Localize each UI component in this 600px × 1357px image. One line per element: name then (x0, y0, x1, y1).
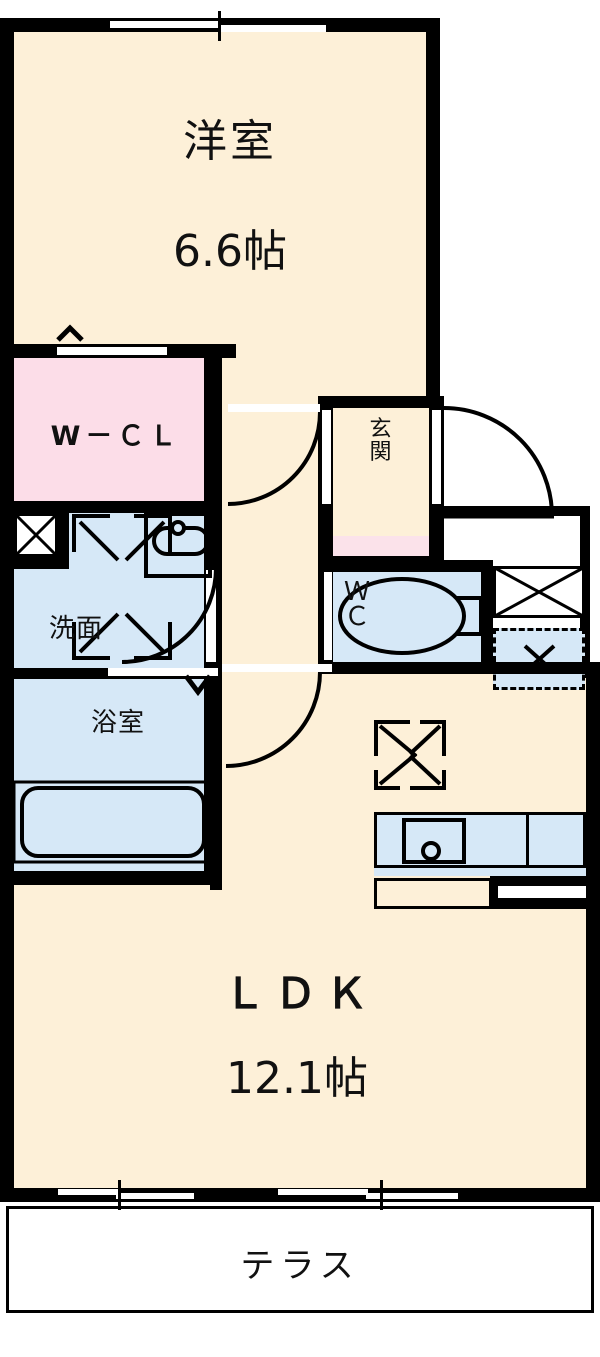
wall-west (0, 18, 14, 1200)
wall-bath-south (0, 871, 222, 885)
door-genkan-rail (322, 410, 331, 504)
room-label-walk-in-closet: W－ＣＬ (50, 421, 182, 452)
genkan-step (333, 536, 429, 558)
room-label-ldk-name: ＬＤＫ (223, 969, 377, 1018)
kitchen-counter (374, 812, 586, 868)
room-fill-hall (222, 404, 330, 674)
room-label-senmen: 洗面 (48, 614, 103, 644)
window-north-pane-a (110, 21, 220, 28)
wall-hall-west (210, 658, 222, 890)
room-label-washitsu-size: 6.6帖 (173, 226, 287, 277)
wall-ldk-north-hall (318, 662, 493, 674)
room-label-terrace: テラス (240, 1246, 360, 1286)
genkan-char-1: 玄 (369, 417, 393, 442)
room-fill-washitsu (14, 32, 440, 348)
kitchen-stove-slot (498, 886, 586, 898)
wall-porch-right (580, 506, 590, 678)
door-bath-rail (108, 668, 218, 676)
room-label-wc: Ｗ Ｃ (344, 577, 384, 632)
wall-meterbox-bottom (14, 557, 69, 569)
wall-wcl-south (0, 501, 222, 513)
wall-washitsu-east (426, 18, 440, 408)
room-fill-washitsu-lower (222, 344, 440, 404)
room-fill-ldk (14, 883, 586, 1194)
door-senmen-rail (206, 570, 216, 662)
window-north-pane-b (218, 25, 326, 32)
room-label-ldk-size: 12.1帖 (226, 1053, 368, 1104)
room-fill-walk-in-closet (14, 358, 218, 501)
room-fill-terrace (6, 1206, 594, 1313)
meter-box (14, 513, 58, 557)
wall-wc-east (481, 560, 493, 674)
wall-wcl-east (204, 344, 222, 518)
window-south-left-a (58, 1189, 118, 1195)
wall-ldk-east-upper (586, 674, 600, 1200)
door-genkan-rail-r (432, 410, 441, 504)
window-wcl-pane (57, 347, 167, 355)
wall-porch-bottom (444, 506, 590, 516)
wc-char-1: Ｗ (344, 577, 371, 607)
wall-genkan-north (318, 396, 444, 408)
door-washitsu-rail (228, 404, 320, 412)
window-north-mark (218, 11, 221, 41)
genkan-char-2: 関 (369, 440, 393, 466)
kitchen-counter-edge (374, 868, 586, 876)
wall-ldk-north-right (481, 662, 600, 674)
door-entrance-arc (443, 406, 554, 517)
room-label-bathroom: 浴室 (90, 708, 145, 738)
window-south-right-a (278, 1189, 368, 1195)
kitchen-base-cabinet (374, 878, 492, 909)
window-south-left-mark (118, 1180, 121, 1210)
room-label-genkan: 玄 関 (359, 418, 403, 464)
window-south-left-b (116, 1193, 194, 1199)
wall-meterbox-right (57, 513, 69, 569)
outdoor-storage (493, 628, 585, 690)
window-south-right-b (366, 1193, 458, 1199)
room-label-washitsu-name: 洋室 (183, 116, 277, 167)
door-ldk-rail (222, 664, 332, 672)
wall-wc-north (318, 560, 493, 572)
shoe-box (493, 566, 585, 618)
wc-char-2: Ｃ (344, 601, 371, 632)
room-fill-genkan (333, 408, 429, 536)
door-wc-rail (324, 572, 332, 660)
window-south-right-mark (380, 1180, 383, 1210)
kitchen-divider (526, 812, 529, 868)
